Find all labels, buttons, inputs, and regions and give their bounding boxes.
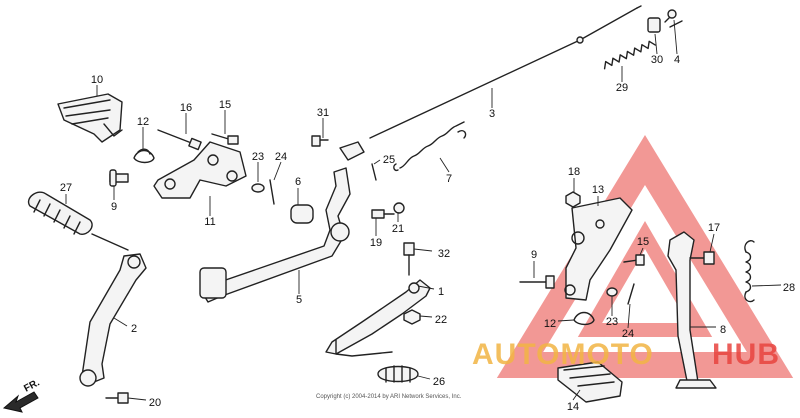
callout-8: 8 — [720, 324, 726, 336]
callout-4: 4 — [674, 54, 680, 66]
callout-30: 30 — [651, 54, 663, 66]
brand-part2: HUB — [712, 338, 780, 371]
callout-22: 22 — [435, 314, 447, 326]
front-direction-arrow: FR. — [2, 377, 42, 413]
callout-12: 12 — [137, 116, 149, 128]
callout-32: 32 — [438, 248, 450, 260]
callout-9: 9 — [531, 249, 537, 261]
direction-label: FR. — [22, 377, 42, 394]
brand-part1: AUTOMOTO — [472, 338, 654, 371]
callout-24: 24 — [275, 151, 287, 163]
parts-artwork — [27, 5, 755, 404]
callout-19: 19 — [370, 237, 382, 249]
callout-31: 31 — [317, 107, 329, 119]
callout-27: 27 — [60, 182, 72, 194]
callout-11: 11 — [204, 216, 215, 228]
callout-6: 6 — [295, 176, 301, 188]
callout-20: 20 — [149, 397, 161, 409]
callout-21: 21 — [392, 223, 404, 235]
callout-28: 28 — [783, 282, 795, 294]
callout-25: 25 — [383, 154, 395, 166]
callout-3: 3 — [489, 108, 495, 120]
callout-labels: 10 12 16 15 23 24 31 25 7 3 6 9 27 11 19 21 32 1 22 5 2 26 20 2… — [60, 54, 795, 413]
callout-16: 16 — [180, 102, 192, 114]
callout-2: 2 — [131, 323, 137, 335]
callout-17: 17 — [708, 222, 720, 234]
callout-10: 10 — [91, 74, 103, 86]
callout-1: 1 — [438, 286, 444, 298]
callout-29: 29 — [616, 82, 628, 94]
callout-7: 7 — [446, 173, 452, 185]
callout-13: 13 — [592, 184, 604, 196]
copyright-text: Copyright (c) 2004-2014 by ARI Network S… — [316, 394, 462, 400]
callout-12: 12 — [544, 318, 556, 330]
leader-lines — [65, 19, 782, 401]
callout-23: 23 — [606, 316, 618, 328]
callout-26: 26 — [433, 376, 445, 388]
callout-14: 14 — [567, 401, 579, 413]
callout-15: 15 — [637, 236, 649, 248]
callout-18: 18 — [568, 166, 580, 178]
callout-5: 5 — [296, 294, 302, 306]
callout-9: 9 — [111, 201, 117, 213]
callout-15: 15 — [219, 99, 231, 111]
watermark-logo — [496, 135, 794, 378]
callout-24: 24 — [622, 328, 634, 340]
watermark-brand-text: AUTOMOTO HUB — [472, 338, 780, 371]
callout-23: 23 — [252, 151, 264, 163]
